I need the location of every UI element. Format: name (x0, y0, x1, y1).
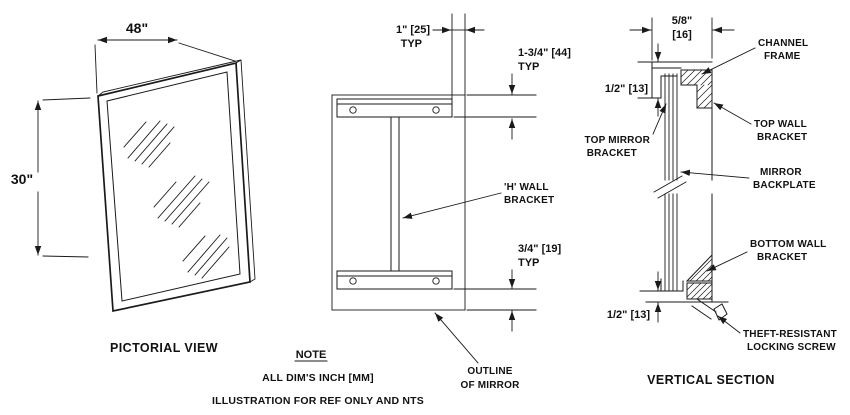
dim-frame-width-mm: [16] (672, 29, 692, 41)
extension-line (651, 17, 713, 61)
dim-height-30: 30" (11, 171, 33, 187)
dim-top-height: 1/2" [13] (605, 83, 648, 95)
hatch-lines (680, 69, 713, 109)
mirror-backplate-label-line1: MIRROR (760, 167, 802, 178)
dim-width-48: 48" (126, 20, 148, 36)
channel-frame (651, 61, 713, 99)
top-mirror-bracket-label-line2: BRACKET (587, 148, 637, 159)
mirror-frame-inner (106, 71, 241, 302)
dim-frame-width-in: 5/8" (672, 15, 693, 27)
channel-frame-label-line2: FRAME (764, 51, 801, 62)
mirror-backplate-section (672, 73, 678, 292)
extension-line (453, 94, 537, 118)
locking-screw (691, 298, 728, 321)
bottom-bracket (336, 270, 453, 290)
leader-line (434, 312, 479, 364)
dim-bottom-height: 1/2" [13] (607, 309, 650, 321)
top-mirror-bracket-label-line1: TOP MIRROR (584, 135, 650, 146)
top-wall-bracket-label-line2: BRACKET (757, 132, 807, 143)
dim-top-bracket-typ: TYP (518, 61, 539, 73)
pictorial-view: 48" 30" PICTORIAL VIEW (11, 20, 256, 355)
screw-hole (349, 106, 357, 114)
note-line-nts: ILLUSTRATION FOR REF ONLY AND NTS (212, 395, 424, 407)
dim-top-bracket: 1-3/4" [44] (518, 47, 571, 59)
screw-hole (349, 277, 357, 285)
outline-of-mirror-label-line1: OUTLINE (467, 366, 512, 377)
leader-line (717, 315, 741, 334)
bottom-wall-bracket-label-line2: BRACKET (757, 252, 807, 263)
hatch-lines (686, 258, 713, 300)
extension-line (637, 61, 653, 99)
bottom-wall-bracket-shape (685, 253, 713, 300)
dim-bracket-offset: 1" [25] (396, 24, 430, 36)
mirror-backplate-label-line2: BACKPLATE (753, 180, 816, 191)
mirror-glass-section (664, 73, 670, 292)
mirror-frame-outer (97, 61, 251, 313)
note-heading: NOTE (296, 349, 327, 361)
locking-screw-label-line2: LOCKING SCREW (747, 342, 836, 353)
leader-line (680, 169, 750, 179)
outline-of-mirror-label-line2: OF MIRROR (460, 380, 520, 391)
h-wall-bracket (390, 116, 400, 272)
top-wall-bracket-label-line1: TOP WALL (754, 119, 807, 130)
notes-block: NOTE ALL DIM'S INCH [MM] ILLUSTRATION FO… (212, 349, 424, 407)
channel-frame-label-line1: CHANNEL (758, 38, 808, 49)
pictorial-view-title: PICTORIAL VIEW (110, 341, 218, 355)
vertical-section-title: VERTICAL SECTION (647, 373, 775, 387)
extension-line (451, 13, 466, 100)
top-bracket (336, 98, 453, 118)
bottom-wall-bracket-label-line1: BOTTOM WALL (750, 239, 826, 250)
leader-line (701, 47, 756, 75)
leader-line (706, 251, 748, 272)
mirror-reflection-hatching (123, 120, 230, 279)
leader-line (652, 103, 667, 135)
vertical-section: 5/8" [16] 1/2" [13] 1/2" [13] CHANNEL FR… (584, 15, 836, 387)
extension-line (94, 42, 236, 94)
back-view: 1" [25] TYP 1-3/4" [44] TYP 3/4" [19] TY… (331, 13, 571, 391)
note-line-dims: ALL DIM'S INCH [MM] (262, 372, 374, 384)
screw-hole (432, 277, 440, 285)
h-wall-bracket-label-line2: BRACKET (504, 195, 554, 206)
dim-bottom-bracket: 3/4" [19] (518, 243, 561, 255)
h-wall-bracket-label-line1: 'H' WALL (504, 182, 549, 193)
bottom-mirror-channel (660, 278, 684, 292)
locking-screw-label-line1: THEFT-RESISTANT (743, 329, 837, 340)
mirror-edge-thickness (97, 59, 256, 283)
dim-bottom-bracket-typ: TYP (518, 257, 539, 269)
dim-bracket-offset-typ: TYP (401, 38, 422, 50)
extension-line (453, 288, 537, 311)
screw-hole (432, 106, 440, 114)
leader-line (713, 102, 752, 125)
leader-line (402, 192, 502, 219)
extension-line (42, 97, 91, 258)
break-symbol (653, 175, 687, 199)
